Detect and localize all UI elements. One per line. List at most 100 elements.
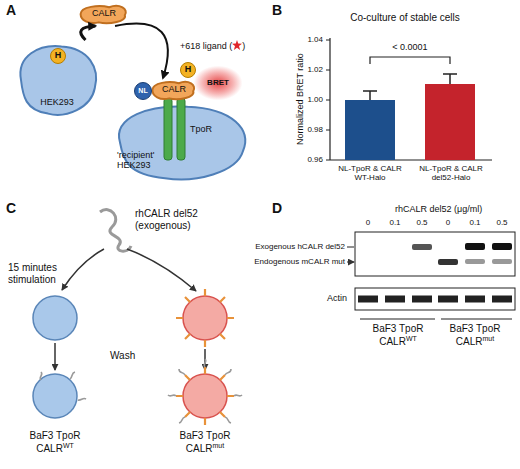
label-group: BaF3 TpoR CALRWT — [20, 430, 90, 454]
label-group: B — [272, 2, 282, 18]
label-group: Co-culture of stable cells — [320, 12, 490, 24]
text-label: C — [6, 200, 16, 216]
label-group: TpoR — [190, 124, 212, 134]
superscript-label: WT — [63, 442, 74, 449]
text-label: TpoR — [190, 124, 212, 134]
halo-tag: H — [180, 62, 196, 78]
label-group: 15 minutes stimulation — [8, 262, 68, 285]
node-text: HEK293 — [40, 98, 74, 108]
text-label: NL-TpoR & CALR del52-Halo — [419, 164, 483, 182]
wt-cell — [33, 374, 77, 418]
tpor-receptor — [177, 98, 185, 160]
label-group: 1.04 — [294, 35, 323, 44]
blot-band — [492, 259, 512, 264]
blot-band — [465, 243, 485, 250]
bound-protein — [168, 359, 242, 423]
node-text: H — [55, 51, 62, 61]
text-label: 0.1 — [389, 218, 400, 227]
label-group: 0.5 — [410, 218, 434, 227]
label-group: < 0.0001 — [380, 42, 440, 52]
label-group: rhCALR del52 (exogenous) — [135, 208, 209, 231]
blot-frame — [355, 232, 515, 276]
y-axis — [329, 38, 330, 160]
text-label: 1.04 — [307, 35, 323, 44]
bound-protein — [40, 372, 86, 400]
label-group: 0.96 — [294, 155, 323, 164]
blot-band — [492, 243, 512, 250]
label-group: NL-TpoR & CALR del52-Halo — [412, 164, 490, 182]
label-group: BaF3 TpoR CALRWT — [363, 323, 433, 347]
recombinant-protein — [100, 210, 131, 252]
text-label: A — [6, 2, 16, 18]
band-pointer — [347, 247, 354, 262]
actin-band — [358, 296, 512, 303]
label-group: NL-TpoR & CALR WT-Halo — [332, 164, 408, 182]
text-label: 1.00 — [307, 95, 323, 104]
label-group: 0.98 — [294, 125, 323, 134]
error-bar — [443, 74, 457, 84]
cell-surface-calr — [176, 289, 234, 347]
label-group: 0.1 — [463, 218, 487, 227]
label-group: 1.00 — [294, 95, 323, 104]
text-label: 15 minutes stimulation — [8, 262, 57, 285]
tpor-receptor — [164, 98, 172, 160]
label-group: Wash — [110, 350, 135, 362]
text-label: Normalized BRET ratio — [295, 53, 305, 145]
flow-connector — [115, 24, 168, 78]
flow-arrow — [54, 343, 56, 370]
flow-arrow — [62, 249, 104, 290]
bret-signal: BRET — [194, 66, 242, 100]
text-label: Exogenous hCALR del52 — [255, 242, 345, 251]
blot-band — [465, 259, 485, 264]
significance-bracket — [370, 57, 450, 64]
label-group: D — [272, 200, 282, 216]
superscript-label: mut — [213, 442, 225, 449]
label-group: +618 ligand () — [180, 40, 245, 51]
flow-arrow — [127, 249, 196, 291]
del52-bar — [425, 84, 475, 160]
text-label: Wash — [110, 350, 135, 361]
text-label: NL-TpoR & CALR WT-Halo — [338, 164, 402, 182]
label-group: A — [6, 2, 16, 18]
calr-protein: CALR — [78, 2, 130, 26]
label-group: Exogenous hCALR del52 — [245, 242, 345, 251]
nanoluc-tag: NL — [134, 82, 152, 100]
text-label: Co-culture of stable cells — [350, 12, 460, 23]
mut-cell — [183, 374, 227, 418]
text-label: 0.96 — [307, 155, 323, 164]
label-group: BaF3 TpoR CALRmut — [440, 323, 510, 347]
text-label: rhCALR del52 (μg/ml) — [395, 204, 482, 214]
superscript-label: mut — [483, 335, 495, 342]
blot-band — [412, 244, 432, 250]
node-outline-path — [20, 46, 96, 115]
text-label: 0.5 — [416, 218, 427, 227]
axis-ticks — [326, 40, 330, 160]
node-text: NL — [138, 87, 147, 95]
node-text: CALR — [92, 9, 116, 19]
text-label: 0.5 — [496, 218, 507, 227]
stimulation-scheme — [33, 210, 242, 425]
label-group: Normalized BRET ratio — [295, 39, 305, 159]
text-label: 1.02 — [307, 65, 323, 74]
blot-frame — [355, 288, 515, 310]
label-group: rhCALR del52 (μg/ml) — [395, 204, 482, 214]
label-group: 0 — [356, 218, 380, 227]
flow-connector — [81, 26, 96, 40]
text-label: 0 — [446, 218, 450, 227]
text-label: ) — [242, 41, 245, 51]
calr-protein: CALR — [150, 78, 198, 102]
node-outline-path — [81, 6, 126, 23]
label-group: Actin — [305, 293, 347, 303]
node-outline-path — [152, 82, 194, 99]
error-bar — [363, 91, 377, 100]
text-label: B — [272, 2, 282, 18]
label-group: 1.02 — [294, 65, 323, 74]
label-group: 0.1 — [383, 218, 407, 227]
bar-chart — [326, 38, 492, 160]
halo-tag: H — [50, 48, 66, 64]
label-group: 0 — [436, 218, 460, 227]
node-text: CALR — [162, 85, 186, 95]
